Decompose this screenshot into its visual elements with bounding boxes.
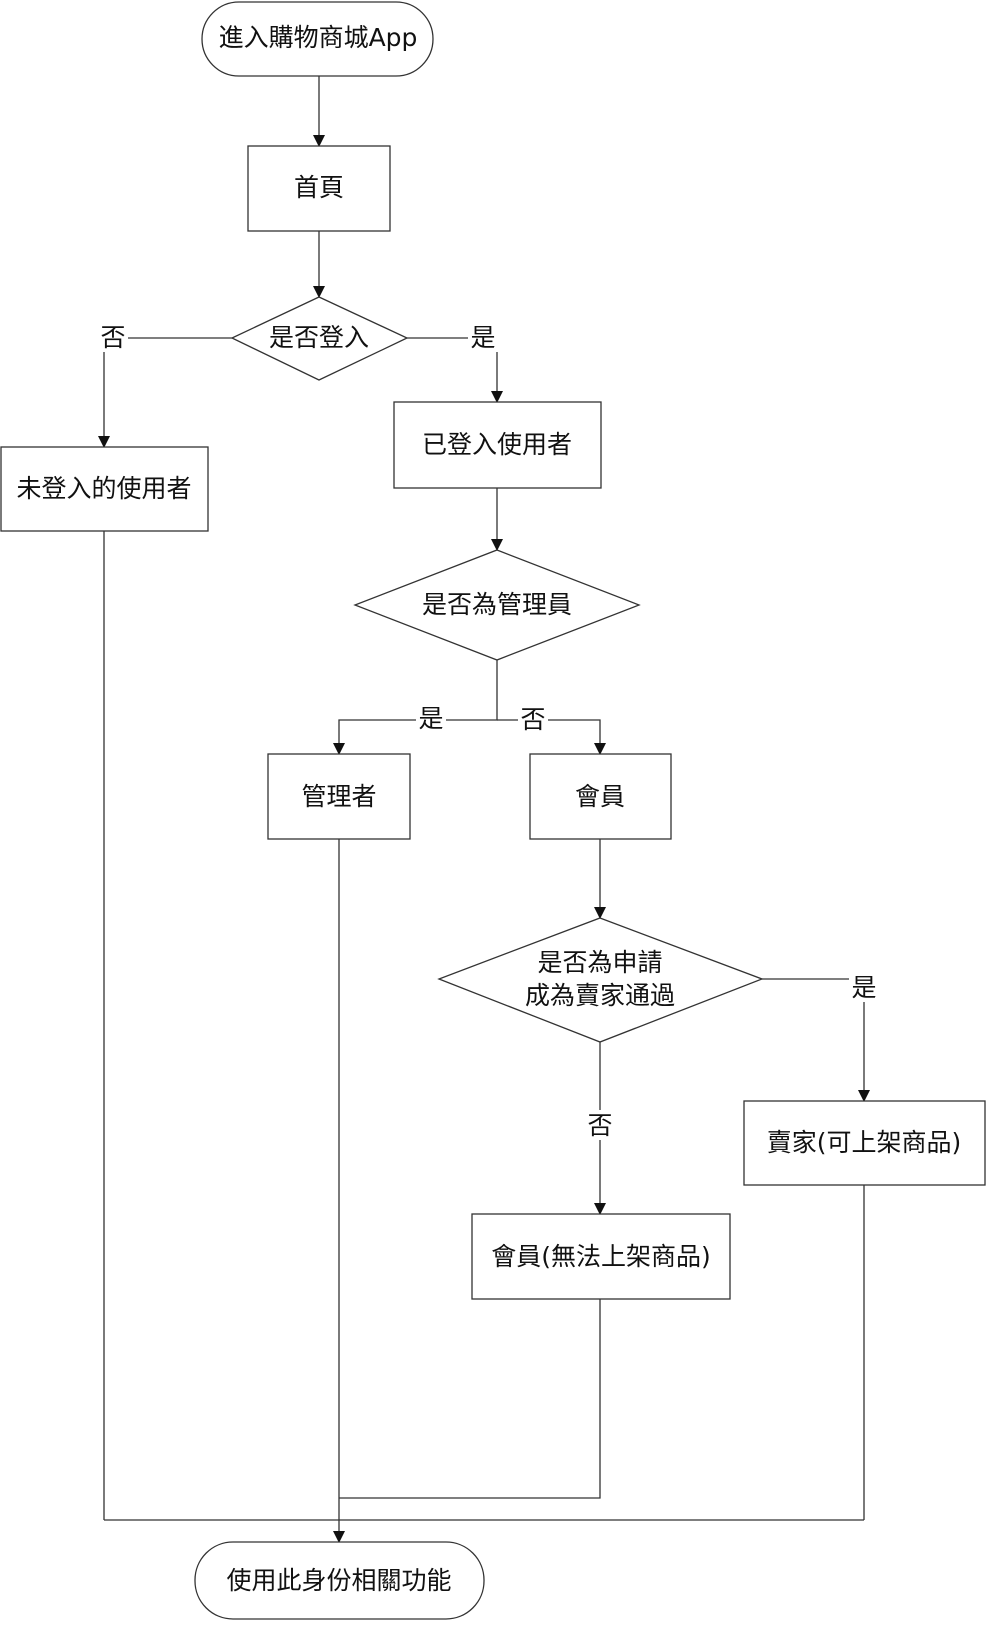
edge-login-no: [98, 337, 232, 448]
label-bg: [416, 703, 446, 733]
edge-member-nolist-down: [339, 1299, 601, 1499]
home-label: 首頁: [294, 173, 344, 202]
edge-label-login-no: 否: [100, 323, 125, 352]
edge-admin-no: [497, 719, 606, 755]
login-decision-label: 是否登入: [269, 323, 369, 352]
start-label: 進入購物商城App: [219, 23, 418, 52]
edge-label-admin-no: 否: [520, 705, 545, 734]
label-bg: [98, 322, 128, 352]
label-bg: [518, 704, 548, 734]
guest-box: 未登入的使用者: [0, 446, 209, 532]
end-label: 使用此身份相關功能: [226, 1566, 451, 1595]
admin-label: 管理者: [301, 782, 376, 811]
guest-label: 未登入的使用者: [16, 474, 191, 503]
edge-label-seller-no: 否: [587, 1111, 612, 1140]
label-bg: [468, 322, 498, 352]
admin-decision-label: 是否為管理員: [422, 590, 572, 619]
member-label: 會員: [575, 782, 625, 811]
login-decision: 是否登入: [230, 296, 409, 381]
logged-in-label: 已登入使用者: [422, 430, 572, 459]
member-no-listing-box: 會員(無法上架商品): [471, 1213, 731, 1300]
label-bg: [849, 972, 879, 1002]
seller-box: 賣家(可上架商品): [743, 1100, 986, 1186]
seller-decision-label-line2: 成為賣家通過: [525, 981, 675, 1010]
end-terminal: 使用此身份相關功能: [194, 1541, 485, 1620]
edge-label-admin-yes: 是: [418, 704, 443, 733]
edge-label-seller-yes: 是: [851, 973, 876, 1002]
edge-seller-yes: [762, 978, 870, 1102]
home-box: 首頁: [247, 145, 391, 232]
admin-decision: 是否為管理員: [353, 549, 641, 661]
edge-label-login-yes: 是: [470, 323, 495, 352]
logged-in-box: 已登入使用者: [393, 401, 602, 489]
start-terminal: 進入購物商城App: [201, 1, 434, 77]
seller-decision-label-line1: 是否為申請: [537, 948, 662, 977]
seller-label: 賣家(可上架商品): [767, 1128, 962, 1157]
seller-decision: 是否為申請 成為賣家通過: [437, 917, 764, 1043]
admin-box: 管理者: [267, 753, 411, 840]
label-bg: [585, 1110, 615, 1140]
member-box: 會員: [529, 753, 672, 840]
member-no-listing-label: 會員(無法上架商品): [491, 1242, 711, 1271]
